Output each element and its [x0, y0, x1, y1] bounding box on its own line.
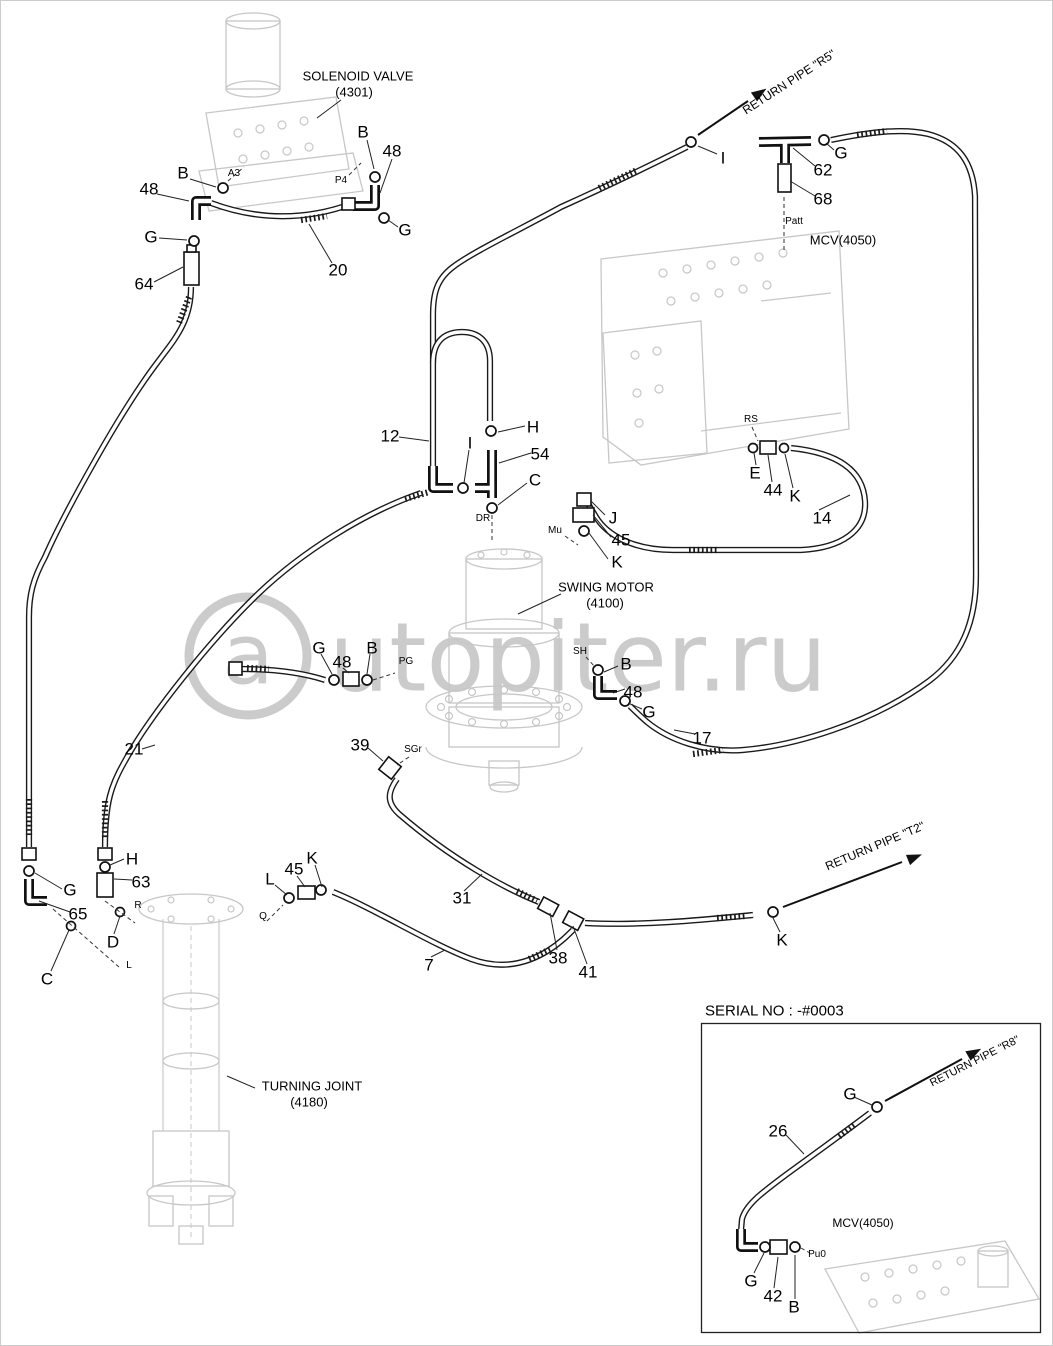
mcv-inset-ghost — [823, 1240, 1041, 1334]
hose-nut — [21, 847, 37, 861]
return-pipe-r8-arrow — [884, 1048, 982, 1102]
hose-64-run — [29, 287, 191, 847]
return-pipe-r5-arrow — [697, 88, 767, 136]
fitting-45-q — [297, 885, 316, 900]
o-ring-g — [328, 674, 340, 686]
fitting-j — [576, 492, 592, 507]
tee-54 — [475, 450, 492, 498]
swing-motor-ghost — [425, 548, 583, 793]
hose-pg-stub — [241, 669, 325, 680]
o-ring-b — [369, 171, 381, 183]
fitting-38 — [536, 895, 560, 918]
o-ring-l — [283, 892, 295, 904]
fitting-42 — [769, 1239, 788, 1255]
fittings — [21, 134, 883, 1255]
port-dashes — [52, 162, 811, 1254]
ghost-components — [138, 12, 1041, 1334]
o-ring-d — [114, 906, 126, 918]
solenoid-valve-ghost — [198, 12, 364, 212]
elbow-hose12 — [433, 466, 453, 488]
o-ring-k — [578, 525, 590, 537]
hoses — [25, 127, 976, 1231]
fitting-68 — [777, 163, 792, 193]
hose-t2-run — [585, 915, 753, 924]
fitting-64 — [183, 251, 200, 286]
o-ring-h — [99, 861, 111, 873]
o-ring-k — [778, 442, 790, 454]
flow-arrows — [697, 88, 982, 1102]
o-ring-c — [65, 920, 77, 932]
o-ring-e — [747, 442, 759, 454]
o-rings — [23, 134, 883, 1253]
watermark-logo-letter: a — [222, 605, 274, 704]
fitting-41 — [561, 909, 585, 932]
o-ring-i — [457, 482, 469, 494]
fitting-39 — [377, 755, 403, 781]
o-ring-g — [818, 134, 830, 146]
o-ring-g — [188, 235, 200, 247]
fitting-44 — [759, 440, 777, 455]
elbow-inset — [741, 1229, 758, 1247]
o-ring-g — [619, 695, 631, 707]
elbow-65 — [29, 879, 47, 901]
o-ring-g — [871, 1101, 883, 1113]
o-ring-c — [486, 502, 498, 514]
hose-26 — [741, 1113, 870, 1231]
o-ring-b — [217, 182, 229, 194]
o-ring-g — [759, 1241, 771, 1253]
fitting-63 — [96, 872, 114, 898]
hose-14 — [584, 448, 865, 550]
watermark-circle — [184, 592, 312, 720]
hose-31 — [390, 779, 539, 902]
tee-62 — [759, 141, 811, 163]
fitting-pg-stub-end — [228, 661, 243, 676]
hose-20 — [211, 203, 351, 216]
mcv-ghost — [600, 230, 850, 466]
hose-12 — [433, 147, 687, 467]
o-ring-b — [592, 664, 604, 676]
elbow-48-right — [353, 185, 375, 206]
o-ring-b — [789, 1241, 801, 1253]
watermark-text: utopiter.ru — [329, 603, 827, 714]
o-ring-k — [767, 906, 779, 918]
hose-nut — [97, 847, 113, 861]
o-ring-h — [485, 425, 497, 437]
o-ring-g — [23, 865, 35, 877]
hose-17 — [630, 131, 976, 750]
leader-lines — [34, 99, 873, 1299]
o-ring-g — [378, 212, 390, 224]
fitting-45-mu — [572, 507, 595, 523]
return-pipe-t2-arrow — [782, 854, 922, 908]
serial-inset-box — [700, 1022, 1042, 1334]
o-ring-i — [685, 136, 697, 148]
o-ring-k — [315, 884, 327, 896]
hose-crimp-marks — [25, 127, 888, 1141]
hose-nut — [341, 197, 356, 211]
turning-joint-ghost — [138, 893, 244, 1245]
fitting-48-pg — [342, 671, 360, 687]
o-ring-b — [361, 674, 373, 686]
